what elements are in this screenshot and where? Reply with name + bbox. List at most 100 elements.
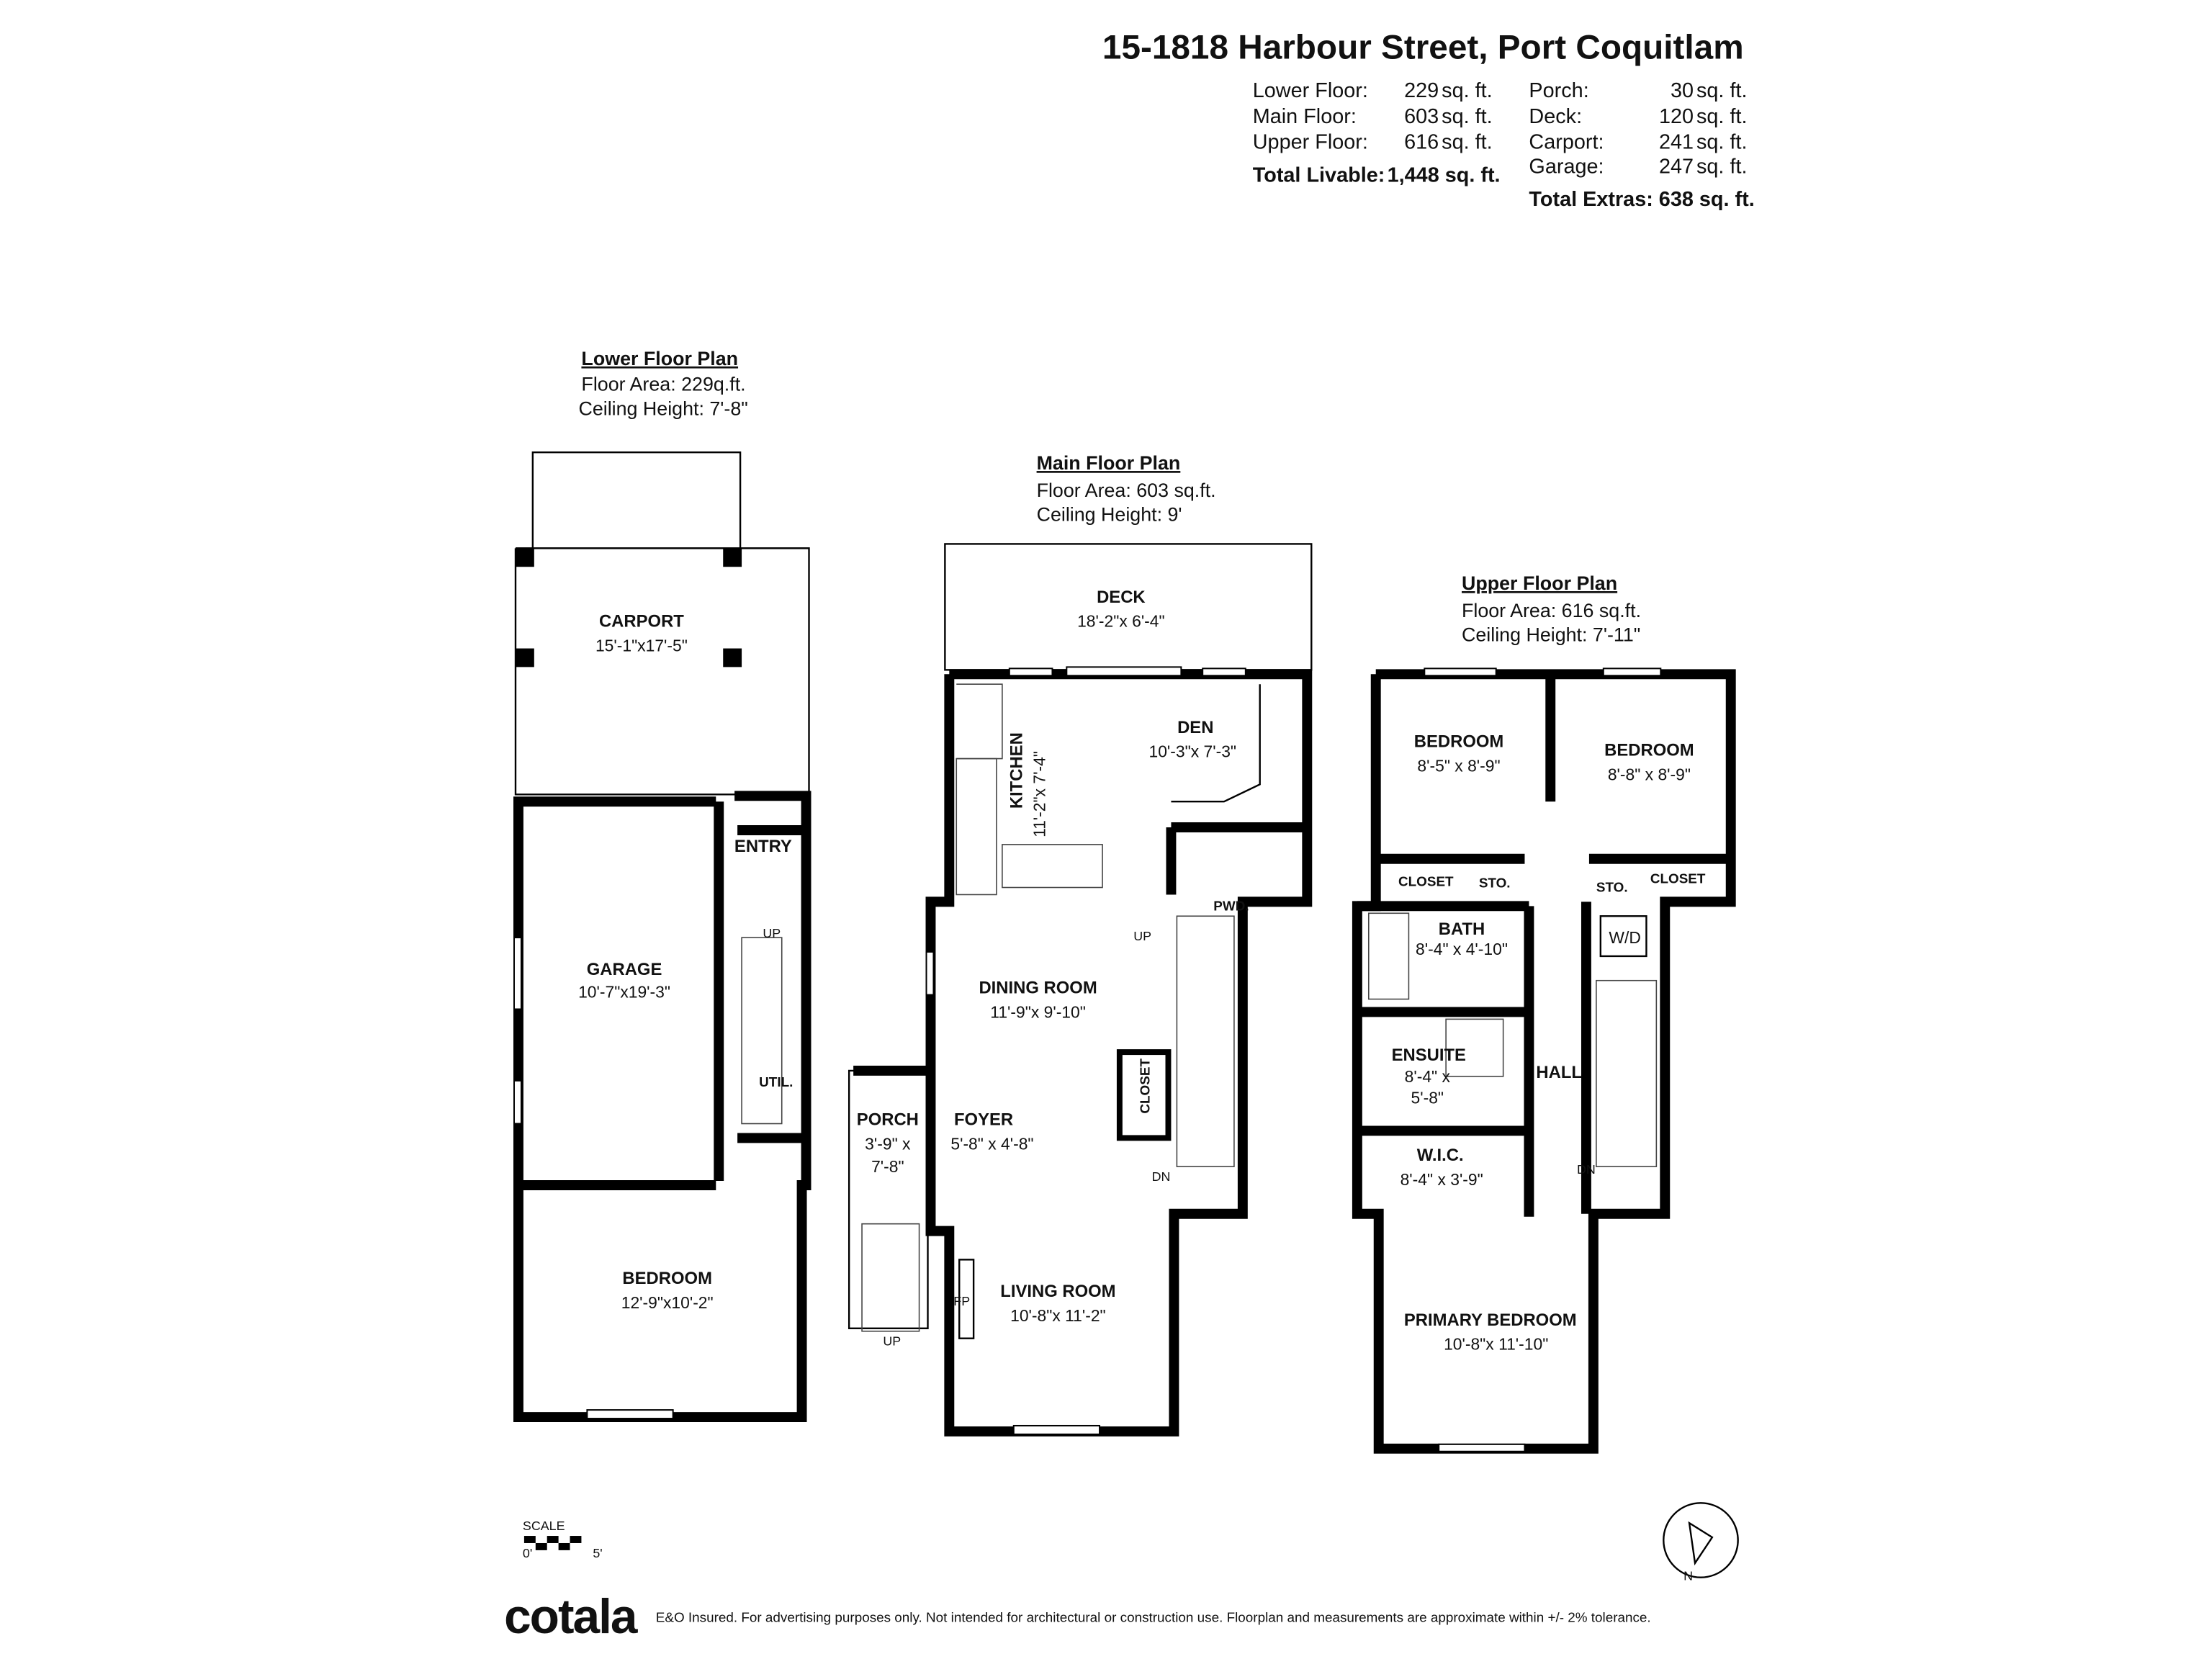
porch-stairs-up: UP [883,1334,901,1349]
window [513,1079,522,1125]
scale-bar: SCALE 0' 5' [523,1519,603,1560]
living-room-label: LIVING ROOM [1000,1282,1115,1301]
upper-floor-value: 616 [1404,131,1439,154]
upper-floor-heading: Upper Floor Plan Floor Area: 616 sq.ft. … [1462,572,1641,646]
porch-label: PORCH [857,1110,919,1130]
main-plan-area: Floor Area: 603 sq.ft. [1037,480,1216,501]
area-summary: Lower Floor: 229 sq. ft. Main Floor: 603… [1253,79,1755,211]
carport-post [723,648,742,667]
storage2-label: STO. [1596,880,1628,895]
carport-outline [514,547,810,796]
dining-room-label: DINING ROOM [979,979,1097,998]
deck-label: DECK [1097,588,1146,607]
scale-segment [523,1536,536,1543]
primary-bedroom-dimensions: 10'-8"x 11'-10" [1444,1335,1548,1354]
main-floor-heading: Main Floor Plan Floor Area: 603 sq.ft. C… [1037,452,1216,526]
porch-dimensions: 3'-9" x [865,1134,911,1153]
garage-unit: sq. ft. [1696,156,1747,179]
stairs-up-label: UP [763,926,781,940]
den-dimensions: 10'-3"x 7'-3" [1149,742,1237,761]
property-address-title: 15-1818 Harbour Street, Port Coquitlam [1102,29,1744,67]
stairs-up-label: UP [1133,929,1151,943]
wic-label: W.I.C. [1417,1146,1464,1165]
lower-plan-ceiling: Ceiling Height: 7'-8" [578,397,747,419]
storage1-label: STO. [1479,876,1511,891]
window [1438,1443,1526,1452]
porch-value: 30 [1671,79,1694,102]
living-room-dimensions: 10'-8"x 11'-2" [1010,1306,1106,1325]
deck-label: Deck: [1529,105,1582,128]
bedroom1-dimensions: 8'-5" x 8'-9" [1417,756,1500,775]
main-stairs [1176,915,1235,1167]
upper-floor-plan: BEDROOM 8'-5" x 8'-9" BEDROOM 8'-8" x 8'… [1352,667,1736,1454]
window [925,950,935,996]
carport-label: CARPORT [599,612,684,631]
bedroom2-dimensions: 8'-8" x 8'-9" [1608,765,1691,783]
carport-post [515,648,534,667]
window [513,937,522,1010]
lower-bedroom-label: BEDROOM [622,1269,712,1288]
garage-label: Garage: [1529,156,1604,179]
scale-segment [535,1542,547,1550]
carport-label: Carport: [1529,131,1604,154]
deck-unit: sq. ft. [1696,105,1747,128]
scale-segment [570,1536,582,1543]
hall-label: HALL [1536,1063,1582,1082]
disclaimer: E&O Insured. For advertising purposes on… [656,1610,1651,1625]
main-walls [925,669,1313,1437]
upper-stairs [1596,979,1658,1167]
garage-dimensions: 10'-7"x19'-3" [578,983,670,1002]
kitchen-label: KITCHEN [1007,732,1027,809]
north-compass-icon: N [1663,1502,1739,1583]
sliding-door [1066,666,1182,677]
garage-value: 247 [1659,156,1694,179]
kitchen-counter [956,683,1003,760]
lower-floor-heading: Lower Floor Plan Floor Area: 229q.ft. Ce… [578,348,747,420]
stairs-down-label: DN [1152,1169,1171,1184]
kitchen-island [1002,844,1103,889]
garage-label: GARAGE [587,960,662,979]
window [1012,1424,1101,1435]
shower [1445,1018,1504,1077]
fireplace-label: FP [953,1294,970,1308]
main-plan-ceiling: Ceiling Height: 9' [1037,504,1182,526]
kitchen-counter [956,757,997,896]
ensuite-dimensions: 8'-4" x [1405,1067,1451,1086]
cotala-logo: cotala [504,1590,639,1644]
bath-label: BATH [1439,920,1485,939]
kitchen-label-group: KITCHEN 11'-2"x 7'-4" [1007,732,1049,837]
primary-bedroom-label: PRIMARY BEDROOM [1404,1310,1577,1330]
total-livable-value: 1,448 sq. ft. [1388,163,1501,186]
kitchen-dimensions: 11'-2"x 7'-4" [1030,751,1049,837]
carport-post [723,548,742,567]
lower-walls [513,791,811,1422]
powder-room-label: PWD. [1213,899,1249,914]
scale-segment [558,1542,570,1550]
wic-dimensions: 8'-4" x 3'-9" [1401,1170,1483,1189]
scale-segment [547,1536,559,1543]
bedroom1-label: BEDROOM [1414,732,1504,752]
washer-dryer [1599,915,1647,958]
bathtub [1367,912,1410,1000]
upper-plan-ceiling: Ceiling Height: 7'-11" [1462,624,1640,646]
util-label: UTIL. [759,1075,793,1090]
upper-plan-title: Upper Floor Plan [1462,572,1617,594]
closet-label: CLOSET [1138,1058,1154,1114]
main-floor-plan: DECK 18'-2"x 6'-4" KITCHEN 11'-2"x 7'-4"… [848,543,1313,1437]
bedroom2-label: BEDROOM [1604,741,1694,760]
ensuite-dimensions-2: 5'-8" [1411,1089,1444,1107]
lower-bedroom-dimensions: 12'-9"x10'-2" [621,1293,714,1312]
stairs-down-label: DN [1577,1162,1596,1177]
lower-floor-label: Lower Floor: [1253,79,1368,102]
bath-dimensions: 8'-4" x 4'-10" [1416,940,1508,958]
total-livable-label: Total Livable: [1253,163,1385,186]
entry-label: ENTRY [734,837,792,856]
fireplace [958,1259,975,1339]
lower-plan-title: Lower Floor Plan [581,348,738,369]
main-plan-title: Main Floor Plan [1037,452,1181,474]
window [1008,667,1053,677]
main-floor-unit: sq. ft. [1442,105,1492,128]
scale-end: 5' [593,1546,602,1560]
deck-dimensions: 18'-2"x 6'-4" [1077,612,1165,631]
